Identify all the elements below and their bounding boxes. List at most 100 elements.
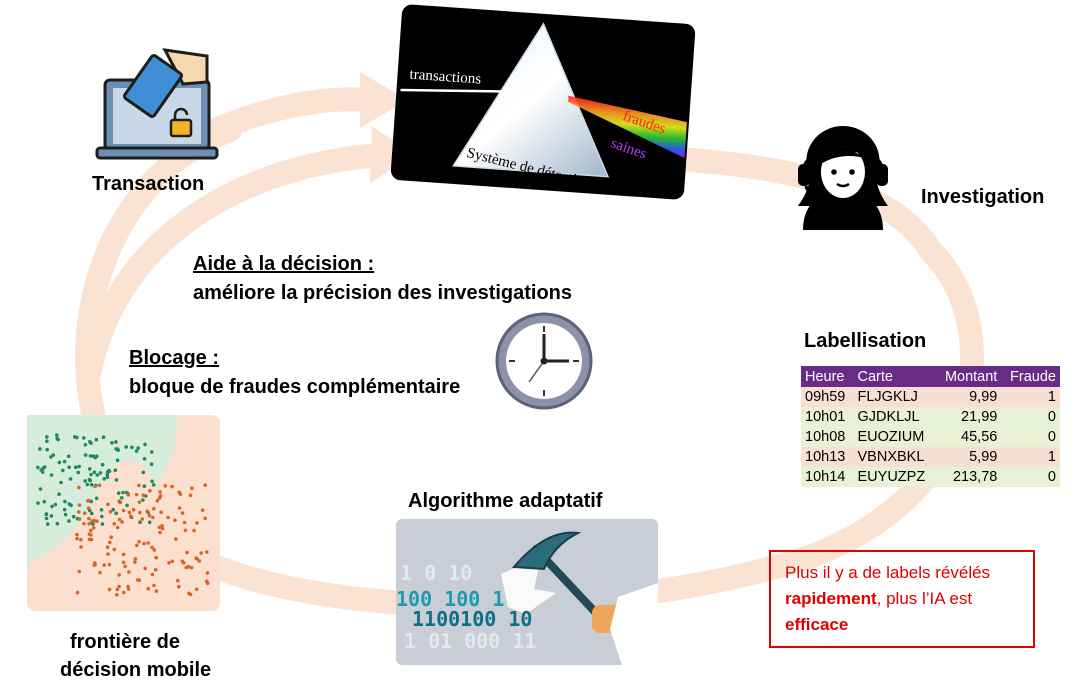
scatter-point-orange — [121, 508, 126, 513]
scatter-point-orange — [187, 591, 191, 596]
cell-montant: 5,99 — [969, 449, 998, 465]
scatter-point-green — [130, 445, 134, 450]
decision-boundary-plot — [27, 415, 220, 611]
scatter-point-green — [45, 439, 49, 443]
scatter-point-green — [116, 491, 121, 495]
scatter-point-green — [113, 468, 118, 472]
headset-operator-icon — [798, 126, 888, 230]
scatter-point-green — [68, 477, 73, 481]
scatter-point-green — [51, 453, 56, 457]
scatter-point-orange — [112, 522, 117, 526]
scatter-point-orange — [133, 560, 137, 564]
header-heure: Heure — [801, 366, 854, 387]
scatter-point-green — [55, 433, 59, 437]
scatter-point-orange — [152, 583, 156, 588]
scatter-point-green — [62, 459, 67, 464]
scatter-point-orange — [108, 510, 113, 514]
labels-table: Heure Carte Montant Fraude 09h59 FLJGKLJ… — [801, 366, 1060, 487]
scatter-point-green — [99, 508, 104, 512]
scatter-point-orange — [102, 563, 106, 567]
scatter-point-green — [50, 504, 54, 509]
scatter-point-green — [57, 460, 62, 465]
transaction-label: Transaction — [92, 173, 205, 195]
scatter-point-orange — [115, 587, 120, 592]
scatter-point-orange — [151, 515, 155, 520]
scatter-point-green — [36, 465, 40, 470]
scatter-point-orange — [137, 483, 141, 488]
scatter-point-orange — [160, 526, 165, 531]
scatter-point-orange — [118, 500, 123, 505]
scatter-point-green — [134, 449, 139, 453]
blocage-title: Blocage : — [129, 347, 220, 369]
scatter-point-green — [45, 447, 49, 452]
scatter-point-green — [87, 477, 92, 482]
scatter-point-green — [53, 502, 58, 507]
scatter-point-green — [49, 455, 53, 459]
scatter-point-orange — [105, 545, 110, 549]
scatter-point-green — [77, 464, 81, 469]
scatter-point-orange — [126, 493, 131, 497]
cell-montant: 45,56 — [961, 429, 998, 445]
scatter-point-orange — [91, 526, 96, 530]
scatter-point-orange — [183, 528, 188, 533]
scatter-point-orange — [77, 569, 82, 574]
scatter-point-green — [89, 472, 93, 477]
scatter-point-orange — [190, 486, 194, 490]
cell-heure: 09h59 — [805, 389, 846, 405]
scatter-point-orange — [170, 484, 174, 489]
scatter-point-orange — [203, 516, 207, 521]
scatter-point-orange — [87, 522, 91, 526]
algorithm-mining-image: 1 0 10 100 100 1 1100100 10 1 01 000 11 — [396, 519, 658, 665]
scatter-point-orange — [192, 528, 196, 533]
algorithme-label: Algorithme adaptatif — [408, 490, 603, 512]
scatter-point-orange — [158, 490, 162, 494]
scatter-point-orange — [166, 515, 170, 520]
scatter-point-orange — [148, 489, 152, 493]
table-row: 10h08 EUOZIUM 45,56 0 — [801, 427, 1060, 447]
scatter-point-green — [101, 435, 106, 439]
scatter-point-orange — [109, 535, 113, 539]
class-green-points — [36, 433, 156, 526]
scatter-point-green — [63, 512, 68, 517]
scatter-point-orange — [107, 562, 112, 567]
scatter-point-orange — [205, 581, 210, 586]
scatter-point-green — [114, 440, 118, 444]
scatter-point-orange — [87, 537, 92, 542]
cell-montant: 9,99 — [969, 389, 998, 405]
scatter-point-orange — [97, 483, 102, 488]
scatter-point-green — [90, 511, 94, 516]
scatter-point-orange — [134, 492, 139, 497]
table-header-row: Heure Carte Montant Fraude — [801, 366, 1060, 387]
frontiere-line-2: décision mobile — [60, 659, 212, 681]
scatter-point-orange — [197, 559, 202, 563]
scatter-point-orange — [155, 499, 160, 503]
scatter-point-green — [55, 521, 60, 526]
scatter-point-green — [141, 498, 145, 502]
aide-decision-title: Aide à la décision : — [193, 253, 375, 275]
scatter-point-orange — [194, 556, 198, 560]
scatter-point-green — [38, 447, 42, 451]
scatter-point-green — [83, 479, 87, 483]
scatter-point-orange — [131, 507, 136, 512]
scatter-point-green — [66, 454, 71, 459]
binary-row-2: 1100100 10 — [412, 607, 533, 631]
scatter-point-orange — [152, 548, 157, 552]
scatter-point-orange — [147, 513, 152, 518]
cell-heure: 10h14 — [805, 469, 846, 485]
scatter-point-orange — [133, 557, 138, 561]
scatter-point-green — [59, 480, 63, 485]
scatter-point-orange — [106, 552, 110, 556]
header-montant: Montant — [935, 366, 1002, 387]
scatter-point-orange — [117, 517, 122, 522]
scatter-point-orange — [87, 532, 92, 536]
scatter-point-green — [63, 499, 67, 504]
scatter-point-green — [114, 478, 119, 482]
scatter-point-green — [91, 522, 95, 526]
header-carte: Carte — [853, 366, 936, 387]
scatter-point-orange — [112, 547, 117, 552]
aide-decision-text: améliore la précision des investigations — [193, 282, 573, 304]
scatter-point-orange — [167, 561, 171, 565]
frontiere-line-1: frontière de — [69, 631, 181, 653]
scatter-point-green — [141, 470, 146, 475]
scatter-point-orange — [117, 584, 121, 589]
